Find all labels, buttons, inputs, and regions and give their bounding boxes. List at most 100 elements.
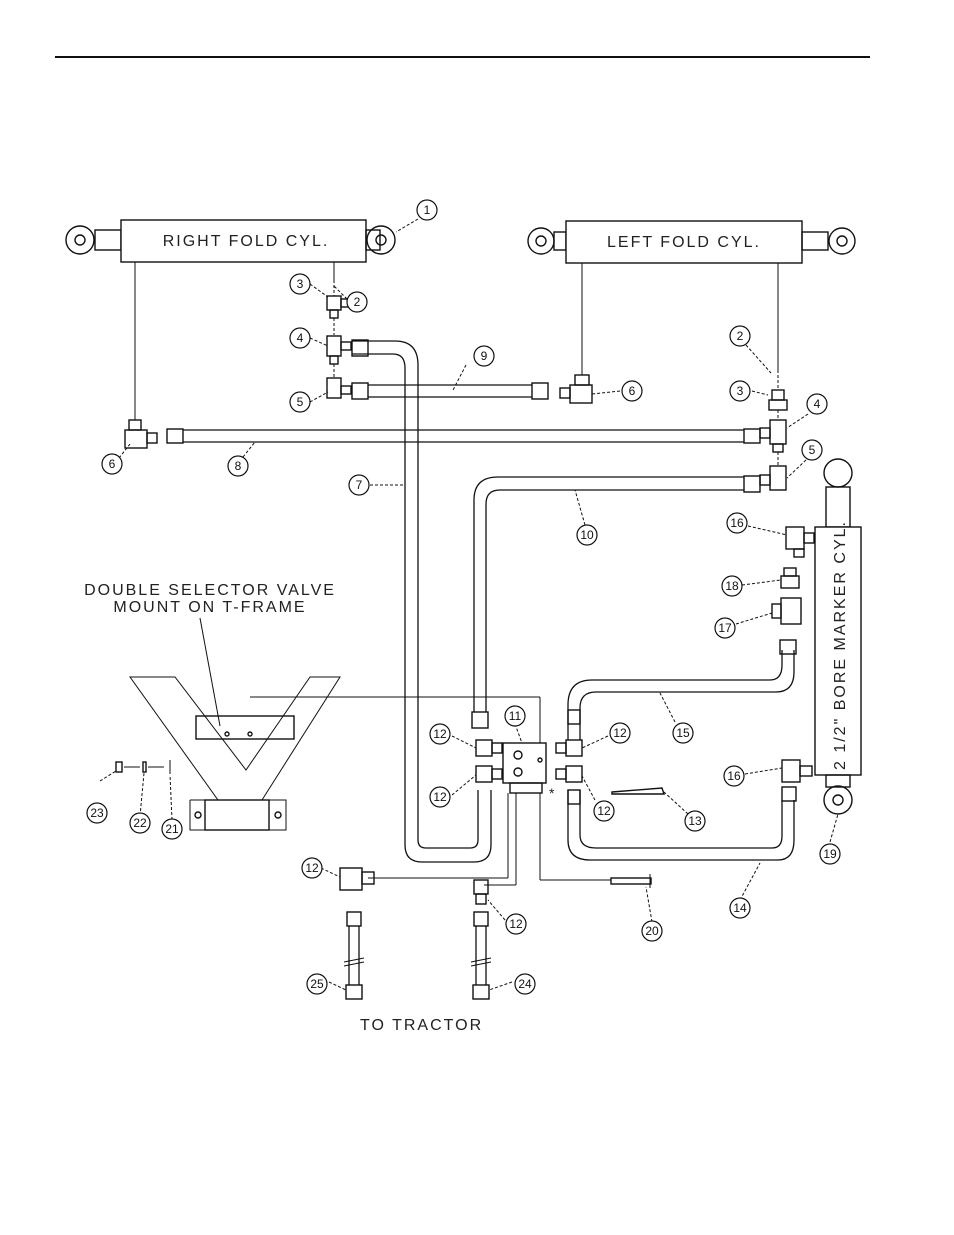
callout-22-text: 22 xyxy=(133,816,147,830)
valve-label-line1: DOUBLE SELECTOR VALVE xyxy=(84,582,336,599)
callout-25-text: 25 xyxy=(310,977,324,991)
asterisk-mark: * xyxy=(549,785,556,801)
callout-12d: 12 xyxy=(594,801,614,821)
callout-3a-text: 3 xyxy=(297,277,304,291)
callout-9: 9 xyxy=(474,346,494,366)
to-tractor-label: TO TRACTOR xyxy=(360,1017,483,1034)
callout-16b-text: 16 xyxy=(727,769,741,783)
callout-2b-text: 2 xyxy=(737,329,744,343)
callout-23: 23 xyxy=(87,803,107,823)
callout-12e: 12 xyxy=(302,858,322,878)
hose-14 xyxy=(568,790,794,860)
fitting-4-right xyxy=(327,336,351,364)
callout-12d-text: 12 xyxy=(597,804,611,818)
callout-12f: 12 xyxy=(506,914,526,934)
callout-4b-text: 4 xyxy=(814,397,821,411)
callout-12a-text: 12 xyxy=(433,727,447,741)
callout-15: 15 xyxy=(673,723,693,743)
callout-8-text: 8 xyxy=(235,459,242,473)
callout-6b: 6 xyxy=(102,454,122,474)
fittings-12-left xyxy=(476,740,502,782)
callout-5b: 5 xyxy=(802,440,822,460)
callout-3a: 3 xyxy=(290,274,310,294)
tractor-hose-25 xyxy=(344,912,364,999)
right-cyl-label: RIGHT FOLD CYL. xyxy=(163,233,330,250)
callout-6a: 6 xyxy=(622,381,642,401)
callout-14: 14 xyxy=(730,898,750,918)
fitting-6-left xyxy=(560,375,592,403)
callout-9-text: 9 xyxy=(481,349,488,363)
callout-15-text: 15 xyxy=(676,726,690,740)
callout-18: 18 xyxy=(722,576,742,596)
callout-11: 11 xyxy=(505,706,525,726)
callout-12e-text: 12 xyxy=(305,861,319,875)
callout-3b-text: 3 xyxy=(737,384,744,398)
valve-label-line2: MOUNT ON T-FRAME xyxy=(113,599,306,616)
callout-12f-text: 12 xyxy=(509,917,523,931)
callout-11-text: 11 xyxy=(509,709,522,723)
item-13-strap xyxy=(612,788,664,794)
callout-16a-text: 16 xyxy=(730,516,744,530)
fitting-3-left xyxy=(769,390,787,410)
callout-2a-text: 2 xyxy=(354,295,361,309)
callout-13: 13 xyxy=(685,811,705,831)
fitting-12-lower-left xyxy=(340,868,374,890)
callout-20: 20 xyxy=(642,921,662,941)
callout-1-text: 1 xyxy=(424,203,431,217)
right-fold-cylinder: RIGHT FOLD CYL. xyxy=(66,220,395,262)
callout-2a: 2 xyxy=(347,292,367,312)
callout-12b: 12 xyxy=(430,787,450,807)
callout-4a: 4 xyxy=(290,328,310,348)
hose-7 xyxy=(352,341,478,848)
callout-19: 19 xyxy=(820,844,840,864)
marker-cylinder: 2 1/2" BORE MARKER CYL. xyxy=(815,459,861,814)
callout-19-text: 19 xyxy=(823,847,837,861)
hardware-21-22-23 xyxy=(116,760,170,774)
fitting-3-right xyxy=(327,296,349,318)
callout-20-text: 20 xyxy=(645,924,659,938)
fitting-17 xyxy=(772,598,801,624)
callout-6a-text: 6 xyxy=(629,384,636,398)
callout-16a: 16 xyxy=(727,513,747,533)
tractor-hose-24 xyxy=(471,912,491,999)
callout-4a-text: 4 xyxy=(297,331,304,345)
callout-2b: 2 xyxy=(730,326,750,346)
callout-13-text: 13 xyxy=(688,814,702,828)
callout-17: 17 xyxy=(715,618,735,638)
fitting-16-bottom xyxy=(782,760,812,782)
callout-1: 1 xyxy=(417,200,437,220)
callout-12c-text: 12 xyxy=(613,726,627,740)
callout-10-text: 10 xyxy=(580,528,594,542)
callout-3b: 3 xyxy=(730,381,750,401)
callout-23-text: 23 xyxy=(90,806,104,820)
callout-21: 21 xyxy=(162,819,182,839)
fitting-5-left xyxy=(760,466,786,490)
hose-10 xyxy=(474,477,744,712)
callout-24: 24 xyxy=(515,974,535,994)
callout-6b-text: 6 xyxy=(109,457,116,471)
callout-10: 10 xyxy=(577,525,597,545)
callout-5a: 5 xyxy=(290,392,310,412)
callout-14-text: 14 xyxy=(733,901,747,915)
callout-4b: 4 xyxy=(807,394,827,414)
callout-12a: 12 xyxy=(430,724,450,744)
callout-12c: 12 xyxy=(610,723,630,743)
callout-21-text: 21 xyxy=(165,822,179,836)
left-fold-cylinder: LEFT FOLD CYL. xyxy=(528,221,855,263)
fitting-5-right xyxy=(327,378,351,398)
marker-cyl-label: 2 1/2" BORE MARKER CYL. xyxy=(832,520,849,770)
item-20-pin xyxy=(611,874,651,888)
fitting-12-lower-center xyxy=(474,880,488,904)
fitting-16-top xyxy=(786,527,814,557)
fittings-12-right xyxy=(556,740,582,782)
callout-22: 22 xyxy=(130,813,150,833)
callout-24-text: 24 xyxy=(518,977,532,991)
callout-7-text: 7 xyxy=(356,478,363,492)
callout-16b: 16 xyxy=(724,766,744,786)
callout-17-text: 17 xyxy=(718,621,732,635)
hose-8 xyxy=(125,420,760,448)
callout-12b-text: 12 xyxy=(433,790,447,804)
callout-8: 8 xyxy=(228,456,248,476)
callout-18-text: 18 xyxy=(725,579,739,593)
